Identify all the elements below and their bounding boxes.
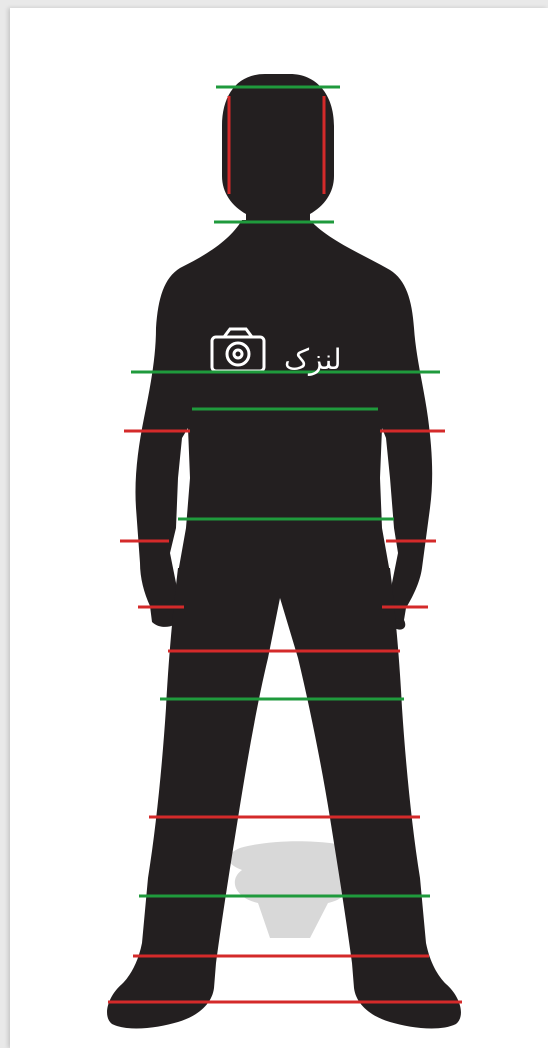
figure-canvas: لنزک [10,8,548,1048]
head [222,74,334,222]
body-measurement-figure [10,8,548,1048]
watermark-text: لنزک [284,343,342,376]
legs [107,568,461,1028]
